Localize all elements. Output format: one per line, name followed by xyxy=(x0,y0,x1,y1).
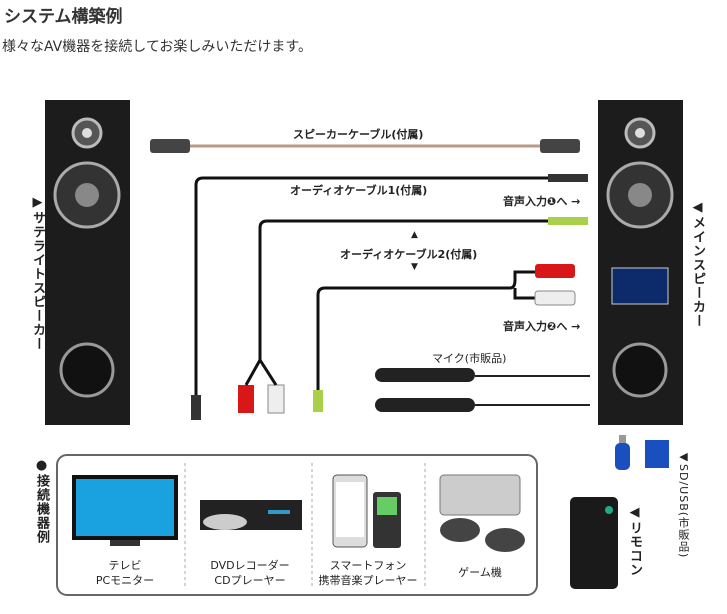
sd-usb-label: ◀SD/USB(市販品) xyxy=(677,450,690,559)
devices-heading: ●接続機器例 xyxy=(34,458,49,544)
page-title: システム構築例 xyxy=(4,7,123,27)
device-label: テレビ xyxy=(108,559,142,572)
satellite-speaker-label: ▶サテライトスピーカー xyxy=(30,195,45,351)
audio-cable-1-label: オーディオケーブル1(付属) xyxy=(290,184,428,197)
audio-cable-2 xyxy=(258,219,560,360)
device-label: PCモニター xyxy=(95,574,155,587)
input-2-label: 音声入力❷へ → xyxy=(503,320,581,333)
smartphone-icon xyxy=(332,474,401,548)
device-dvd: DVDレコーダー CDプレーヤー xyxy=(190,558,310,588)
remote-label: ◀リモコン xyxy=(627,505,642,577)
input-1-label: 音声入力❶へ → xyxy=(503,195,581,208)
satellite-speaker xyxy=(45,100,130,425)
main-speaker-label: ◀メインスピーカー xyxy=(690,200,705,328)
device-smartphone: スマートフォン携帯音楽プレーヤー xyxy=(308,558,428,588)
game-console-icon xyxy=(439,474,525,552)
rca-cable xyxy=(316,270,535,405)
main-speaker xyxy=(598,100,683,425)
device-tv: テレビ PCモニター xyxy=(65,558,185,588)
device-label: スマートフォン xyxy=(329,559,407,572)
sd-card-icon xyxy=(645,440,669,468)
dvd-player-icon xyxy=(200,500,302,530)
microphones xyxy=(375,368,590,412)
speaker-cable-label: スピーカーケーブル(付属) xyxy=(293,128,424,141)
mic-label: マイク(市販品) xyxy=(432,352,507,365)
device-game: ゲーム機 xyxy=(420,565,540,580)
audio-cable-1 xyxy=(194,176,560,410)
speaker-cable xyxy=(150,139,580,153)
audio-cable-2-label: オーディオケーブル2(付属) xyxy=(340,248,478,261)
device-label: CDプレーヤー xyxy=(214,574,286,587)
page-subtitle: 様々なAV機器を接続してお楽しみいただけます。 xyxy=(2,39,313,55)
device-label: DVDレコーダー xyxy=(210,559,290,572)
usb-drive-icon xyxy=(615,435,630,470)
remote-icon xyxy=(570,497,618,589)
device-label: 携帯音楽プレーヤー xyxy=(318,574,418,587)
tv-icon xyxy=(72,475,178,546)
device-label: ゲーム機 xyxy=(458,566,502,579)
